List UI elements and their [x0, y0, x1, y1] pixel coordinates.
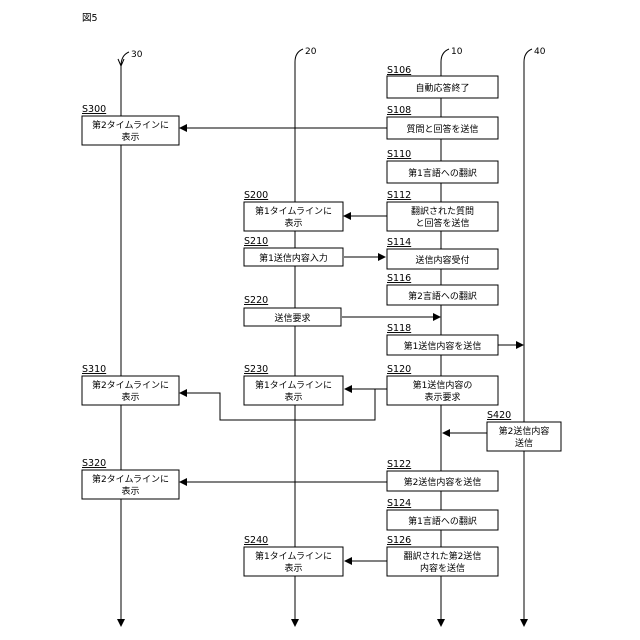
step-label: S310 — [82, 364, 106, 375]
step-text: 質問と回答を送信 — [406, 123, 478, 135]
step-text-line2: 表示 — [284, 391, 302, 403]
step-text-line1: 第1タイムラインに — [255, 379, 332, 391]
step-s108: S108 質問と回答を送信 — [387, 105, 498, 139]
step-label: S300 — [82, 104, 106, 115]
step-label: S210 — [244, 236, 268, 247]
figure-label: 図5 — [82, 13, 98, 24]
step-text-line1: 第2送信内容 — [499, 425, 550, 437]
step-text-line1: 第2タイムラインに — [92, 379, 169, 391]
step-text: 送信内容受付 — [415, 254, 469, 266]
lane-label-10: 10 — [451, 47, 463, 57]
step-label: S126 — [387, 535, 411, 546]
step-s220: S220 送信要求 — [244, 295, 341, 326]
lane-label-20: 20 — [305, 47, 317, 57]
step-label: S200 — [244, 190, 268, 201]
lane-label-40: 40 — [534, 47, 546, 57]
step-text-line1: 第1タイムラインに — [255, 550, 332, 562]
step-text-line2: 表示 — [121, 391, 139, 403]
step-s320: S320 第2タイムラインに 表示 — [82, 458, 179, 499]
step-label: S220 — [244, 295, 268, 306]
step-label: S118 — [387, 323, 411, 334]
step-s118: S118 第1送信内容を送信 — [387, 323, 498, 355]
step-s120: S120 第1送信内容の 表示要求 — [387, 364, 498, 405]
step-label: S108 — [387, 105, 411, 116]
step-text: 第1送信内容を送信 — [404, 340, 482, 352]
step-s116: S116 第2言語への翻訳 — [387, 273, 498, 305]
lifeline-40: 40 — [524, 47, 546, 626]
step-text-line2: 表示 — [121, 131, 139, 143]
step-s112: S112 翻訳された質問 と回答を送信 — [387, 190, 498, 231]
step-label: S120 — [387, 364, 411, 375]
step-s230: S230 第1タイムラインに 表示 — [244, 364, 343, 405]
step-s124: S124 第1言語への翻訳 — [387, 498, 498, 530]
step-text-line1: 翻訳された質問 — [411, 205, 474, 217]
step-s210: S210 第1送信内容入力 — [244, 236, 343, 266]
step-text-line1: 第1タイムラインに — [255, 205, 332, 217]
step-text-line2: 表示 — [121, 485, 139, 497]
step-text-line1: 第2タイムラインに — [92, 119, 169, 131]
step-text-line2: 表示要求 — [424, 391, 460, 403]
lane-label-30: 30 — [131, 50, 143, 60]
step-label: S124 — [387, 498, 411, 509]
step-text-line2: 表示 — [284, 217, 302, 229]
step-s300: S300 第2タイムラインに 表示 — [82, 104, 179, 145]
step-text: 自動応答終了 — [415, 82, 469, 94]
step-label: S122 — [387, 459, 411, 470]
step-text: 第1言語への翻訳 — [408, 167, 477, 179]
step-text: 第1送信内容入力 — [259, 252, 328, 264]
step-text: 第1言語への翻訳 — [408, 515, 477, 527]
step-text-line1: 翻訳された第2送信 — [404, 550, 482, 562]
step-s122: S122 第2送信内容を送信 — [387, 459, 498, 491]
step-text-line2: 内容を送信 — [420, 562, 465, 574]
step-label: S116 — [387, 273, 411, 284]
step-text: 第2言語への翻訳 — [408, 290, 477, 302]
step-s106: S106 自動応答終了 — [387, 65, 498, 98]
step-label: S230 — [244, 364, 268, 375]
step-label: S110 — [387, 149, 411, 160]
step-s126: S126 翻訳された第2送信 内容を送信 — [387, 535, 498, 576]
step-text: 送信要求 — [274, 312, 310, 324]
step-text-line2: 送信 — [515, 437, 533, 449]
step-label: S114 — [387, 237, 411, 248]
step-s110: S110 第1言語への翻訳 — [387, 149, 498, 183]
step-text-line2: 表示 — [284, 562, 302, 574]
step-s240: S240 第1タイムラインに 表示 — [244, 535, 343, 576]
step-text: 第2送信内容を送信 — [404, 476, 482, 488]
step-label: S240 — [244, 535, 268, 546]
step-s200: S200 第1タイムラインに 表示 — [244, 190, 343, 231]
step-label: S106 — [387, 65, 411, 76]
step-s310: S310 第2タイムラインに 表示 — [82, 364, 179, 405]
lifeline-20: 20 — [295, 47, 317, 626]
step-text-line2: と回答を送信 — [415, 217, 469, 229]
step-label: S320 — [82, 458, 106, 469]
step-text-line1: 第2タイムラインに — [92, 473, 169, 485]
step-text-line1: 第1送信内容の — [413, 379, 473, 391]
step-label: S112 — [387, 190, 411, 201]
step-s114: S114 送信内容受付 — [387, 237, 498, 269]
step-label: S420 — [487, 410, 511, 421]
